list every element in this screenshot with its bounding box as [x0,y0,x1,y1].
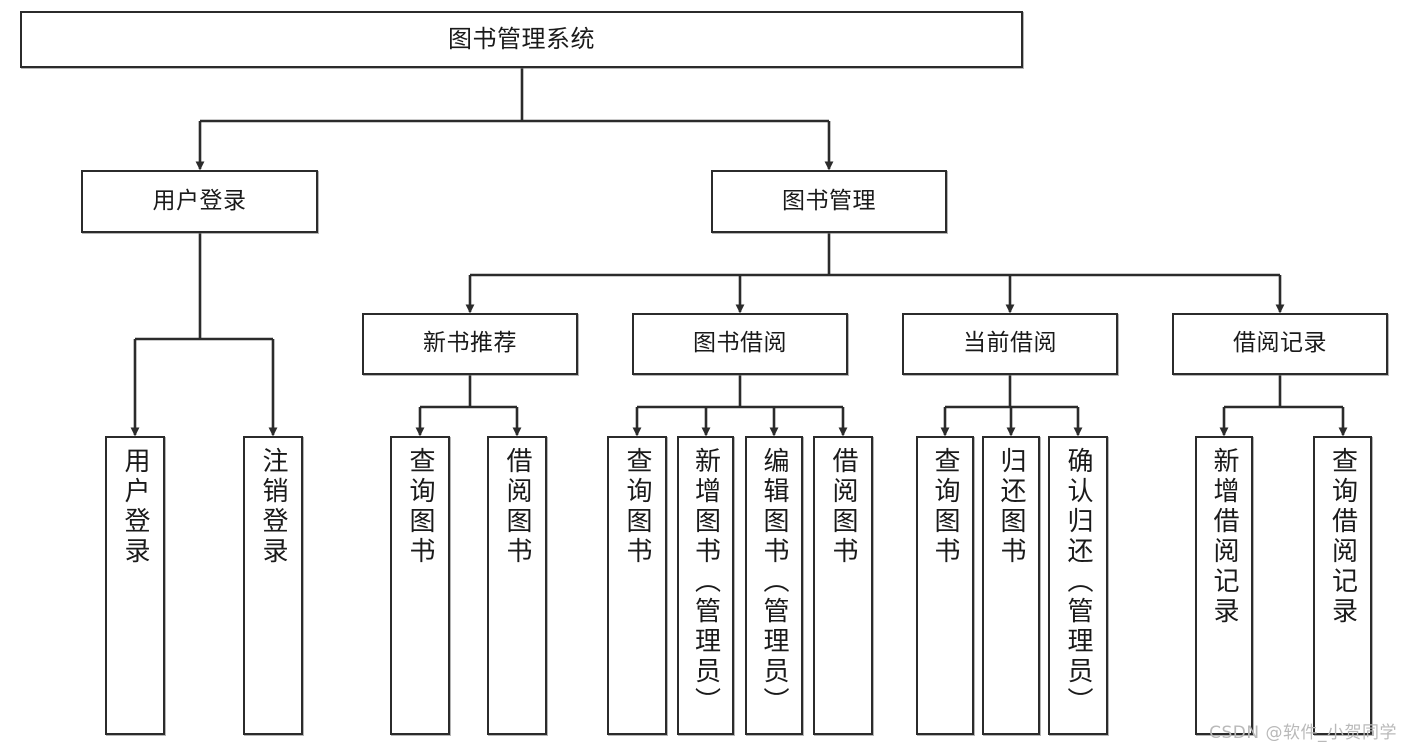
node-borrow-record-label: 借阅记录 [1233,330,1327,357]
node-book-borrow-label: 图书借阅 [693,330,787,357]
node-leaf-query-record[interactable]: 查询借阅记录 [1313,436,1372,735]
node-leaf-query-book-3[interactable]: 查询图书 [916,436,974,735]
node-leaf-query-book-3-label: 查询图书 [930,447,960,567]
node-leaf-return-book-label: 归还图书 [996,447,1026,567]
watermark: CSDN @软件_小贺同学 [1209,723,1397,743]
node-leaf-return-book[interactable]: 归还图书 [982,436,1040,735]
node-user-login[interactable]: 用户登录 [81,170,318,233]
node-leaf-query-book-1-label: 查询图书 [405,447,435,567]
node-leaf-add-record[interactable]: 新增借阅记录 [1195,436,1253,735]
node-leaf-add-book[interactable]: 新增图书（管理员） [677,436,734,735]
node-leaf-borrow-book-2[interactable]: 借阅图书 [813,436,873,735]
node-borrow-record[interactable]: 借阅记录 [1172,313,1388,375]
node-leaf-user-login-label: 用户登录 [120,447,150,567]
node-leaf-borrow-book-2-label: 借阅图书 [828,447,858,567]
node-leaf-query-record-label: 查询借阅记录 [1327,447,1358,627]
node-current-borrow[interactable]: 当前借阅 [902,313,1118,375]
node-user-login-label: 用户登录 [152,187,247,214]
node-leaf-borrow-book-1[interactable]: 借阅图书 [487,436,547,735]
node-leaf-borrow-book-1-label: 借阅图书 [502,447,532,567]
node-root-label: 图书管理系统 [448,25,595,54]
node-leaf-edit-book-label: 编辑图书（管理员） [759,447,789,717]
node-book-manage[interactable]: 图书管理 [711,170,947,233]
node-new-book-recommend[interactable]: 新书推荐 [362,313,578,375]
node-leaf-confirm-return-label: 确认归还（管理员） [1063,447,1093,717]
node-leaf-logout[interactable]: 注销登录 [243,436,303,735]
node-leaf-query-book-1[interactable]: 查询图书 [390,436,450,735]
node-book-borrow[interactable]: 图书借阅 [632,313,848,375]
node-leaf-query-book-2[interactable]: 查询图书 [607,436,667,735]
node-leaf-add-record-label: 新增借阅记录 [1209,447,1239,627]
node-new-book-recommend-label: 新书推荐 [423,330,517,357]
node-current-borrow-label: 当前借阅 [963,330,1057,357]
node-leaf-edit-book[interactable]: 编辑图书（管理员） [745,436,803,735]
node-leaf-logout-label: 注销登录 [258,447,288,567]
node-book-manage-label: 图书管理 [782,187,876,214]
node-leaf-query-book-2-label: 查询图书 [622,447,652,567]
node-leaf-user-login[interactable]: 用户登录 [105,436,165,735]
node-root[interactable]: 图书管理系统 [20,11,1023,68]
node-leaf-confirm-return[interactable]: 确认归还（管理员） [1048,436,1108,735]
node-leaf-add-book-label: 新增图书（管理员） [690,447,721,717]
